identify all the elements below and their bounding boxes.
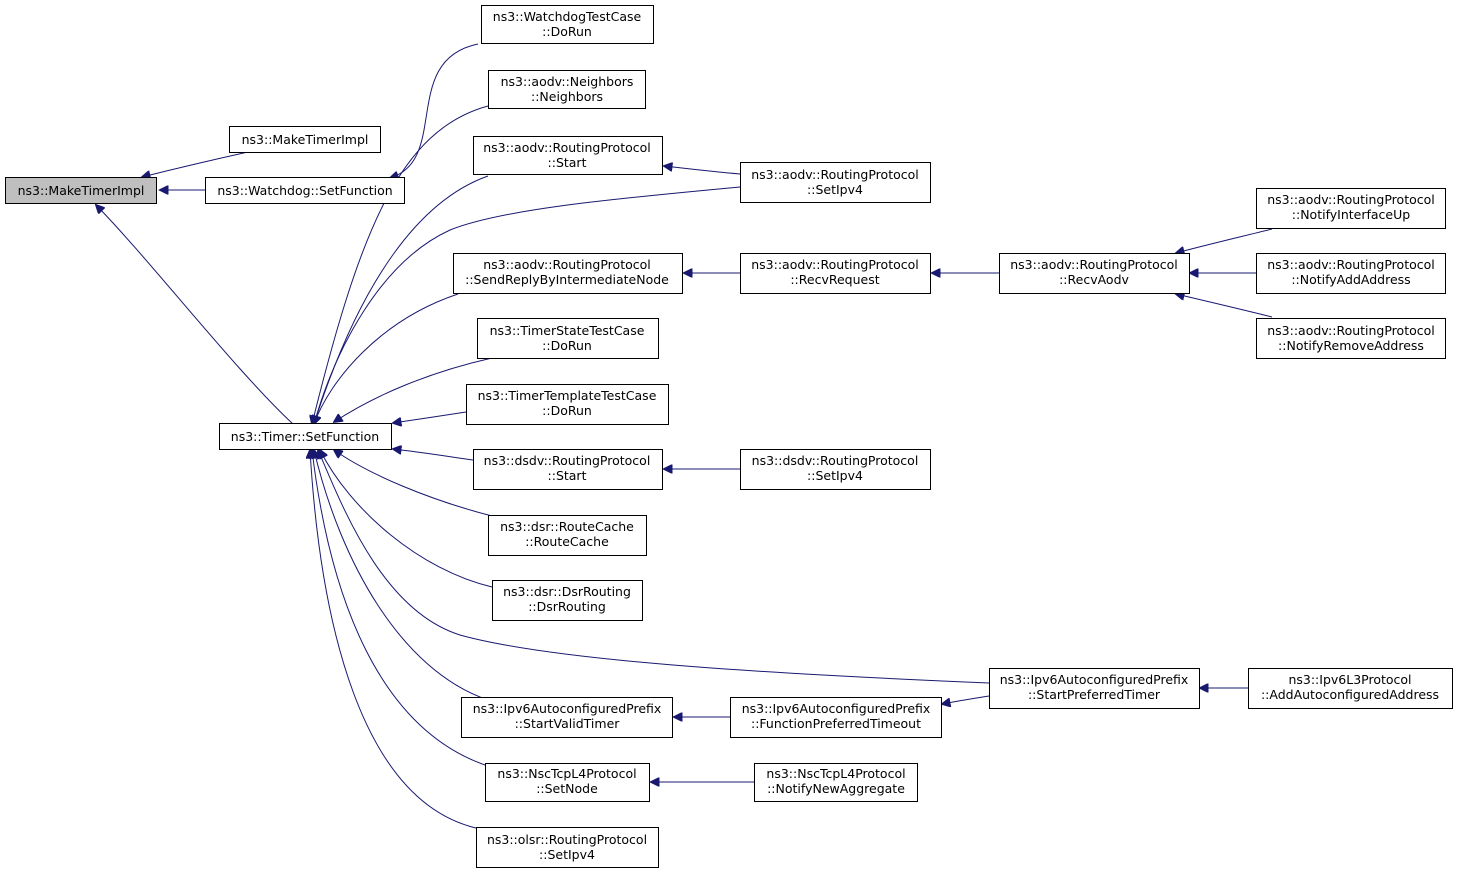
node-label-line1: ns3::aodv::Neighbors xyxy=(501,74,634,89)
node-aodv-send-reply[interactable]: ns3::aodv::RoutingProtocol ::SendReplyBy… xyxy=(453,253,683,294)
node-label-line1: ns3::Ipv6AutoconfiguredPrefix xyxy=(473,701,662,716)
node-label-line1: ns3::dsr::DsrRouting xyxy=(503,584,631,599)
node-dsdv-rp-start[interactable]: ns3::dsdv::RoutingProtocol ::Start xyxy=(473,449,663,490)
node-label-line2: ::DoRun xyxy=(542,24,592,39)
node-label-line2: ::SetIpv4 xyxy=(539,847,595,862)
node-label-line2: ::SetIpv4 xyxy=(807,468,863,483)
node-label-line1: ns3::Ipv6AutoconfiguredPrefix xyxy=(1000,672,1189,687)
node-aodv-notify-if-up[interactable]: ns3::aodv::RoutingProtocol ::NotifyInter… xyxy=(1256,188,1446,229)
node-make-timer-impl[interactable]: ns3::MakeTimerImpl xyxy=(229,126,381,153)
node-label-line1: ns3::Ipv6L3Protocol xyxy=(1288,672,1411,687)
node-dsr-dsr-routing[interactable]: ns3::dsr::DsrRouting ::DsrRouting xyxy=(492,580,643,621)
node-label: ns3::Watchdog::SetFunction xyxy=(217,183,392,198)
node-watchdog-test-case[interactable]: ns3::WatchdogTestCase ::DoRun xyxy=(481,5,654,44)
edge-aodv-setipv4-start xyxy=(664,166,741,175)
node-ipv6-function-preferred[interactable]: ns3::Ipv6AutoconfiguredPrefix ::Function… xyxy=(730,697,942,738)
node-watchdog-set-function[interactable]: ns3::Watchdog::SetFunction xyxy=(205,177,405,204)
node-label-line2: ::RecvRequest xyxy=(790,272,879,287)
node-label-line1: ns3::TimerStateTestCase xyxy=(490,323,645,338)
node-aodv-rp-setipv4[interactable]: ns3::aodv::RoutingProtocol ::SetIpv4 xyxy=(740,162,931,203)
node-label-line2: ::DoRun xyxy=(542,403,592,418)
edges xyxy=(96,43,1273,829)
edge-olsr-rp-setipv4 xyxy=(310,450,477,829)
edge-aodv-notify-if-up xyxy=(1176,228,1273,253)
node-make-timer-impl-root[interactable]: ns3::MakeTimerImpl xyxy=(5,177,157,204)
node-nsc-set-node[interactable]: ns3::NscTcpL4Protocol ::SetNode xyxy=(485,763,650,802)
node-label-line1: ns3::aodv::RoutingProtocol xyxy=(751,167,919,182)
node-label-line2: ::Neighbors xyxy=(531,89,603,104)
edge-nsc-set-node xyxy=(312,450,489,767)
node-label-line1: ns3::aodv::RoutingProtocol xyxy=(1267,192,1435,207)
node-label-line2: ::StartPreferredTimer xyxy=(1028,687,1161,702)
node-timer-template-test[interactable]: ns3::TimerTemplateTestCase ::DoRun xyxy=(466,384,669,425)
edge-aodv-send-reply xyxy=(314,293,459,424)
node-aodv-notify-remove-addr[interactable]: ns3::aodv::RoutingProtocol ::NotifyRemov… xyxy=(1256,318,1446,359)
node-dsr-route-cache[interactable]: ns3::dsr::RouteCache ::RouteCache xyxy=(488,515,647,556)
node-olsr-rp-setipv4[interactable]: ns3::olsr::RoutingProtocol ::SetIpv4 xyxy=(476,827,659,868)
node-label-line2: ::FunctionPreferredTimeout xyxy=(751,716,921,731)
node-aodv-neighbors[interactable]: ns3::aodv::Neighbors ::Neighbors xyxy=(488,70,646,109)
node-label-line2: ::SendReplyByIntermediateNode xyxy=(465,272,669,287)
node-label-line1: ns3::dsdv::RoutingProtocol xyxy=(752,453,919,468)
node-label-line2: ::Start xyxy=(548,155,587,170)
node-label-line2: ::RecvAodv xyxy=(1059,272,1129,287)
edge-aodv-setipv4-timer xyxy=(314,186,741,424)
node-label-line2: ::NotifyNewAggregate xyxy=(767,781,905,796)
node-ipv6-start-preferred[interactable]: ns3::Ipv6AutoconfiguredPrefix ::StartPre… xyxy=(989,668,1200,709)
node-ipv6l3-add-autoconf[interactable]: ns3::Ipv6L3Protocol ::AddAutoconfiguredA… xyxy=(1248,668,1453,709)
node-label-line1: ns3::NscTcpL4Protocol xyxy=(766,766,905,781)
node-label-line2: ::DoRun xyxy=(542,338,592,353)
node-aodv-recv-aodv[interactable]: ns3::aodv::RoutingProtocol ::RecvAodv xyxy=(999,253,1190,294)
edge-ipv6-start-valid xyxy=(314,450,489,701)
edge-dsr-route-cache xyxy=(334,450,493,517)
node-label-line2: ::DsrRouting xyxy=(528,599,606,614)
node-label: ns3::Timer::SetFunction xyxy=(231,429,379,444)
node-ipv6-start-valid[interactable]: ns3::Ipv6AutoconfiguredPrefix ::StartVal… xyxy=(461,697,673,738)
node-aodv-notify-add-addr[interactable]: ns3::aodv::RoutingProtocol ::NotifyAddAd… xyxy=(1256,253,1446,294)
node-label-line2: ::SetIpv4 xyxy=(807,182,863,197)
node-nsc-notify-new-aggregate[interactable]: ns3::NscTcpL4Protocol ::NotifyNewAggrega… xyxy=(754,763,918,802)
node-label-line1: ns3::dsr::RouteCache xyxy=(500,519,634,534)
node-dsdv-rp-setipv4[interactable]: ns3::dsdv::RoutingProtocol ::SetIpv4 xyxy=(740,449,931,490)
edge-dsr-dsr-routing xyxy=(320,450,493,588)
node-label-line1: ns3::aodv::RoutingProtocol xyxy=(483,257,651,272)
node-aodv-rp-start[interactable]: ns3::aodv::RoutingProtocol ::Start xyxy=(473,136,663,175)
edge-aodv-notify-remove-addr xyxy=(1176,294,1273,318)
node-label: ns3::MakeTimerImpl xyxy=(18,183,145,198)
node-label-line1: ns3::dsdv::RoutingProtocol xyxy=(484,453,651,468)
node-label-line2: ::NotifyInterfaceUp xyxy=(1292,207,1410,222)
node-aodv-recv-request[interactable]: ns3::aodv::RoutingProtocol ::RecvRequest xyxy=(740,253,931,294)
node-label-line1: ns3::aodv::RoutingProtocol xyxy=(1267,323,1435,338)
node-label-line2: ::NotifyRemoveAddress xyxy=(1278,338,1424,353)
node-label-line1: ns3::aodv::RoutingProtocol xyxy=(751,257,919,272)
node-label-line1: ns3::NscTcpL4Protocol xyxy=(497,766,636,781)
node-label-line2: ::NotifyAddAddress xyxy=(1291,272,1410,287)
node-label-line1: ns3::aodv::RoutingProtocol xyxy=(1267,257,1435,272)
node-label-line1: ns3::TimerTemplateTestCase xyxy=(478,388,657,403)
node-label-line2: ::SetNode xyxy=(536,781,598,796)
edge-ipv6-start-preferred xyxy=(318,450,990,684)
node-label-line2: ::AddAutoconfiguredAddress xyxy=(1261,687,1439,702)
edge-ipv6-start-preferred-fp xyxy=(942,695,990,704)
edge-timer-template-test xyxy=(393,411,467,423)
node-label-line2: ::StartValidTimer xyxy=(515,716,621,731)
node-label-line2: ::Start xyxy=(548,468,587,483)
node-label-line2: ::RouteCache xyxy=(525,534,609,549)
node-label-line1: ns3::Ipv6AutoconfiguredPrefix xyxy=(742,701,931,716)
node-label-line1: ns3::WatchdogTestCase xyxy=(493,9,642,24)
node-label: ns3::MakeTimerImpl xyxy=(242,132,369,147)
edge-timer-set-function xyxy=(96,205,294,425)
edge-dsdv-rp-start xyxy=(393,449,474,461)
nodes: ns3::MakeTimerImpl ns3::MakeTimerImpl ns… xyxy=(5,5,1453,868)
node-label-line1: ns3::aodv::RoutingProtocol xyxy=(1010,257,1178,272)
edge-timer-state-test xyxy=(334,357,493,422)
node-timer-state-test[interactable]: ns3::TimerStateTestCase ::DoRun xyxy=(477,318,659,359)
node-label-line1: ns3::olsr::RoutingProtocol xyxy=(487,832,647,847)
edge-make-timer-impl xyxy=(142,151,249,177)
node-label-line1: ns3::aodv::RoutingProtocol xyxy=(483,140,651,155)
edge-watchdog-test-case xyxy=(390,43,479,178)
node-timer-set-function[interactable]: ns3::Timer::SetFunction xyxy=(219,423,392,450)
